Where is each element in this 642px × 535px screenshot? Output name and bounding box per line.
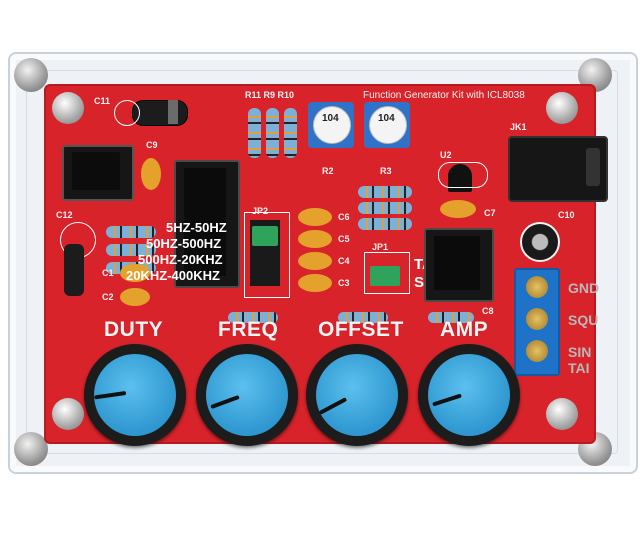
resistor	[106, 244, 156, 256]
c3-label: C3	[338, 278, 350, 288]
board-title: Function Generator Kit with ICL8038	[363, 90, 525, 101]
capacitor-c9	[141, 158, 161, 190]
resistor	[106, 226, 156, 238]
range-label-3: 500HZ-20KHZ	[138, 252, 223, 267]
capacitor-stripe	[168, 100, 178, 124]
c6-label: C6	[338, 212, 350, 222]
c4-label: C4	[338, 256, 350, 266]
c10-label: C10	[558, 210, 575, 220]
trimmer-r2-dial	[313, 106, 351, 144]
ic-chip-opamp	[434, 236, 480, 290]
resistor	[358, 202, 412, 214]
c7-label: C7	[484, 208, 496, 218]
resistor-r11	[248, 108, 261, 158]
resistor-r9	[266, 108, 279, 158]
u2-outline	[438, 162, 488, 188]
corner-screw-bottom-left	[14, 432, 48, 466]
resistor-r10	[284, 108, 297, 158]
c2-label: C2	[102, 292, 114, 302]
ic-chip-icl8038	[184, 168, 226, 276]
knob-label-offset: OFFSET	[318, 318, 404, 341]
capacitor-c12	[64, 244, 84, 296]
r3-label: R3	[380, 166, 392, 176]
jumper-jp1-cap[interactable]	[370, 266, 400, 286]
resistor	[338, 312, 388, 323]
pcb-screw	[546, 92, 578, 124]
circle-outline	[114, 100, 140, 126]
capacitor-c5	[298, 230, 332, 248]
acrylic-inner-frame	[26, 70, 618, 454]
resistor	[428, 312, 474, 323]
pcb-screw	[52, 92, 84, 124]
capacitor-c7	[440, 200, 476, 218]
c9-label: C9	[146, 140, 158, 150]
trimmer-r3-dial	[369, 106, 407, 144]
terminal-screw-sin[interactable]	[526, 340, 548, 362]
jumper-jp2-cap[interactable]	[252, 226, 278, 246]
capacitor-c11	[132, 100, 188, 126]
terminal-label-gnd: GND	[568, 280, 600, 296]
resistor	[228, 312, 278, 323]
knob-freq[interactable]	[196, 344, 298, 446]
capacitor-c2	[120, 288, 150, 306]
knob-amp-cap	[428, 354, 510, 436]
jumper-jp2-outline	[244, 212, 290, 298]
trimmer-r3-code: 104	[378, 113, 395, 124]
terminal-label-sin: SIN	[568, 344, 592, 360]
jumper-jp1-outline	[364, 252, 410, 294]
terminal-label-tai: TAI	[568, 360, 590, 376]
jk1-label: JK1	[510, 122, 527, 132]
terminal-screw-gnd[interactable]	[526, 276, 548, 298]
terminal-label-squ: SQU	[568, 312, 599, 328]
c1-label: C1	[102, 268, 114, 278]
capacitor-c3	[298, 274, 332, 292]
trimmer-r2-code: 104	[322, 113, 339, 124]
knob-offset[interactable]	[306, 344, 408, 446]
range-label-2: 50HZ-500HZ	[146, 236, 222, 251]
knob-offset-cap	[316, 354, 398, 436]
knob-freq-cap	[206, 354, 288, 436]
knob-duty[interactable]	[84, 344, 186, 446]
ic-chip-left	[72, 152, 120, 190]
capacitor-c10	[520, 222, 560, 262]
c11-label: C11	[94, 96, 111, 106]
u2-label: U2	[440, 150, 452, 160]
pcb-screw	[546, 398, 578, 430]
c12-label: C12	[56, 210, 73, 220]
range-label-4: 20KHZ-400KHZ	[126, 268, 220, 283]
capacitor-c4	[298, 252, 332, 270]
knob-label-amp: AMP	[440, 318, 489, 341]
c8-label: C8	[482, 306, 494, 316]
resistor	[358, 186, 412, 198]
resistor-labels-top: R11 R9 R10	[245, 90, 295, 100]
capacitor-c6	[298, 208, 332, 226]
knob-label-duty: DUTY	[104, 318, 164, 341]
c5-label: C5	[338, 234, 350, 244]
capacitor-c1	[120, 264, 150, 282]
knob-amp[interactable]	[418, 344, 520, 446]
pcb-screw	[52, 398, 84, 430]
range-label-1: 5HZ-50HZ	[166, 220, 227, 235]
corner-screw-top-left	[14, 58, 48, 92]
jp2-label: JP2	[252, 206, 269, 216]
resistor	[358, 218, 412, 230]
dc-jack-hole	[586, 148, 600, 186]
jp1-label: JP1	[372, 242, 389, 252]
terminal-screw-squ[interactable]	[526, 308, 548, 330]
knob-label-freq: FREQ	[218, 318, 279, 341]
r2-label: R2	[322, 166, 334, 176]
